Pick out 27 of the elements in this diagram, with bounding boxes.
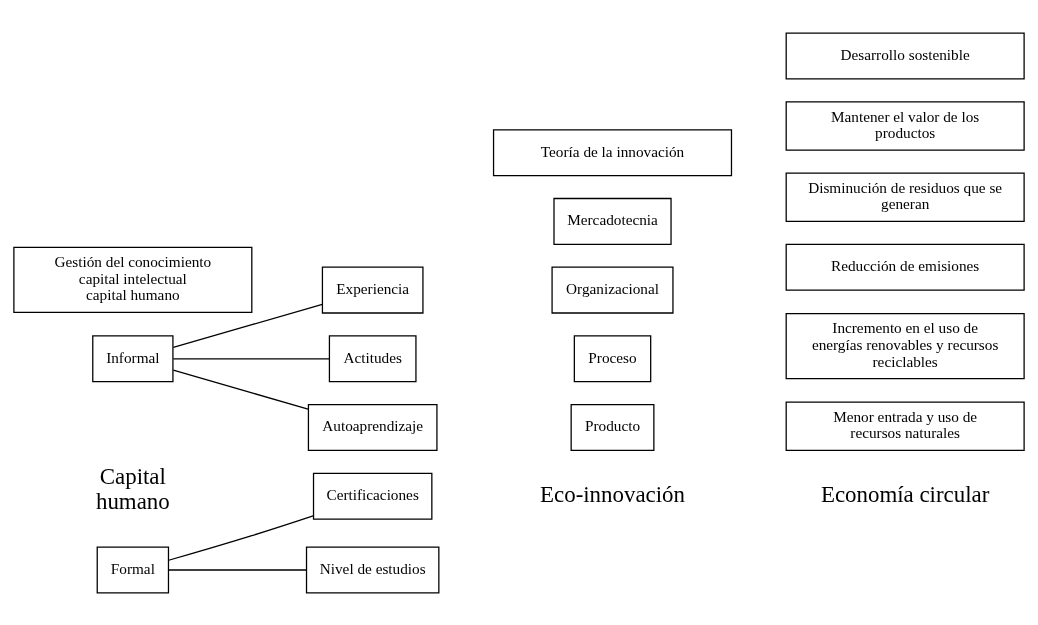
node-box: Reducción de emisiones: [785, 243, 1025, 291]
node-box: Teoría de la innovación: [492, 128, 733, 176]
connector: [172, 369, 309, 410]
node-box: Informal: [92, 334, 174, 382]
node-box: Gestión del conocimiento capital intelectual capital humano: [13, 246, 253, 313]
node-box: Experiencia: [321, 266, 424, 314]
node-box: Mantener el valor de los productos: [785, 100, 1025, 151]
label: Eco-innovación: [540, 481, 685, 507]
node-box: Proceso: [573, 334, 652, 382]
node-box: Disminución de residuos que se generan: [785, 171, 1025, 222]
label: Economía circular: [820, 481, 990, 507]
node-box: Producto: [570, 403, 655, 451]
node-box: Organizacional: [551, 266, 674, 314]
label: Capital humano: [95, 463, 170, 514]
connector: [168, 568, 308, 571]
connector: [172, 357, 330, 359]
node-box: Nivel de estudios: [305, 545, 440, 594]
node-box: Actitudes: [328, 334, 417, 382]
node-box: Formal: [96, 545, 170, 594]
connector: [168, 514, 314, 561]
connector: [172, 303, 323, 348]
node-box: Incremento en el uso de energías renovables y recursos reciclables: [785, 312, 1025, 379]
node-box: Autoaprendizaje: [307, 403, 438, 451]
node-box: Mercadotecnia: [553, 197, 672, 245]
node-box: Menor entrada y uso de recursos naturales: [785, 400, 1025, 451]
node-box: Desarrollo sostenible: [785, 31, 1025, 80]
node-box: Certificaciones: [312, 472, 433, 520]
